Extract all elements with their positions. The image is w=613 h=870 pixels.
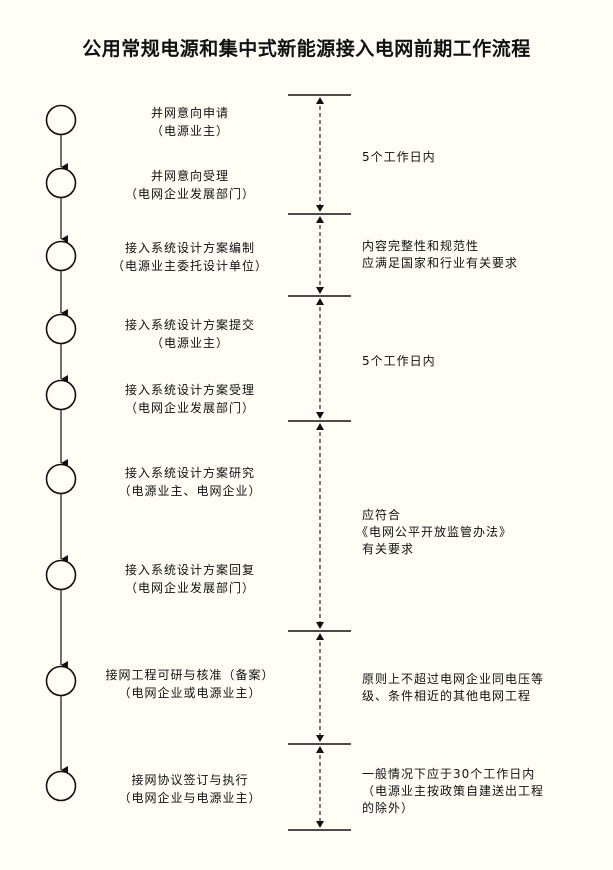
arrowhead-up [316,97,324,104]
timeline-note: 应符合 《电网公平开放监管办法》 有关要求 [356,507,602,558]
step-label: 接入系统设计方案受理 （电网企业发展部门） [90,381,290,417]
step-circle [45,379,77,411]
step-circle [45,167,77,199]
step-party: （电网企业或电源业主） [118,686,262,700]
step-circle [45,240,77,272]
step-party: （电源业主） [150,124,229,138]
arrowhead-up [316,216,324,223]
note-line: 应符合 [362,508,402,522]
step-party: （电网企业与电源业主） [118,791,262,805]
step-label: 接入系统设计方案回复 （电网企业发展部门） [90,561,290,597]
step-name: 接入系统设计方案编制 [124,241,255,255]
page-title: 公用常规电源和集中式新能源接入电网前期工作流程 [82,38,531,60]
note-line: 原则上不超过电网企业同电压等 [362,672,545,686]
step-label: 接网工程可研与核准（备案） （电网企业或电源业主） [80,666,300,702]
step-circle [45,559,77,591]
step-party: （电网企业发展部门） [124,401,255,415]
timeline-boundaries [288,94,351,831]
note-line: 的除外） [362,801,415,815]
step-name: 接网协议签订与执行 [131,773,249,787]
step-circle [45,770,77,802]
step-circles [45,104,77,802]
note-line: 5个工作日内 [362,354,436,368]
step-circle [45,104,77,136]
note-line: 内容完整性和规范性 [362,239,480,253]
arrowhead-down [316,735,324,742]
arrowhead-down [316,287,324,294]
note-line: 应满足国家和行业有关要求 [362,256,519,270]
step-label: 接入系统设计方案研究 （电源业主、电网企业） [90,464,290,500]
step-name: 接入系统设计方案回复 [124,563,255,577]
timeline-note: 5个工作日内 [362,353,602,370]
step-name: 接入系统设计方案提交 [124,318,255,332]
step-name: 并网意向申请 [150,106,229,120]
note-line: 级、条件相近的其他电网工程 [362,689,532,703]
note-line: （电源业主按政策自建送出工程 [362,784,545,798]
timeline-note: 原则上不超过电网企业同电压等 级、条件相近的其他电网工程 [362,671,602,705]
step-party: （电网企业发展部门） [124,581,255,595]
note-line: 有关要求 [362,542,415,556]
timeline-note: 5个工作日内 [362,149,602,166]
step-name: 接入系统设计方案研究 [124,466,255,480]
note-line: 《电网公平开放监管办法》 [356,525,513,539]
step-circle [45,665,77,697]
note-line: 一般情况下应于30个工作日内 [362,767,536,781]
step-party: （电源业主委托设计单位） [111,259,268,273]
step-party: （电网企业发展部门） [124,187,255,201]
step-name: 接网工程可研与核准（备案） [105,668,275,682]
step-label: 接网协议签订与执行 （电网企业与电源业主） [90,771,290,807]
step-circle [45,313,77,345]
note-line: 5个工作日内 [362,150,436,164]
arrowhead-up [316,633,324,640]
arrowhead-down [316,821,324,828]
step-name: 接入系统设计方案受理 [124,383,255,397]
step-name: 并网意向受理 [150,169,229,183]
step-party: （电源业主、电网企业） [118,484,262,498]
step-label: 并网意向申请 （电源业主） [90,104,290,140]
step-label: 接入系统设计方案提交 （电源业主） [90,316,290,352]
arrowhead-up [316,746,324,753]
arrowhead-down [316,622,324,629]
timeline-arrowheads [316,97,324,828]
arrowhead-up [316,298,324,305]
step-label: 接入系统设计方案编制 （电源业主委托设计单位） [90,239,290,275]
step-circle [45,463,77,495]
arrowhead-down [316,412,324,419]
timeline-note: 一般情况下应于30个工作日内 （电源业主按政策自建送出工程 的除外） [362,766,602,817]
arrowhead-up [316,423,324,430]
arrowhead-down [316,205,324,212]
step-party: （电源业主） [150,336,229,350]
step-label: 并网意向受理 （电网企业发展部门） [90,167,290,203]
timeline-note: 内容完整性和规范性 应满足国家和行业有关要求 [362,238,602,272]
